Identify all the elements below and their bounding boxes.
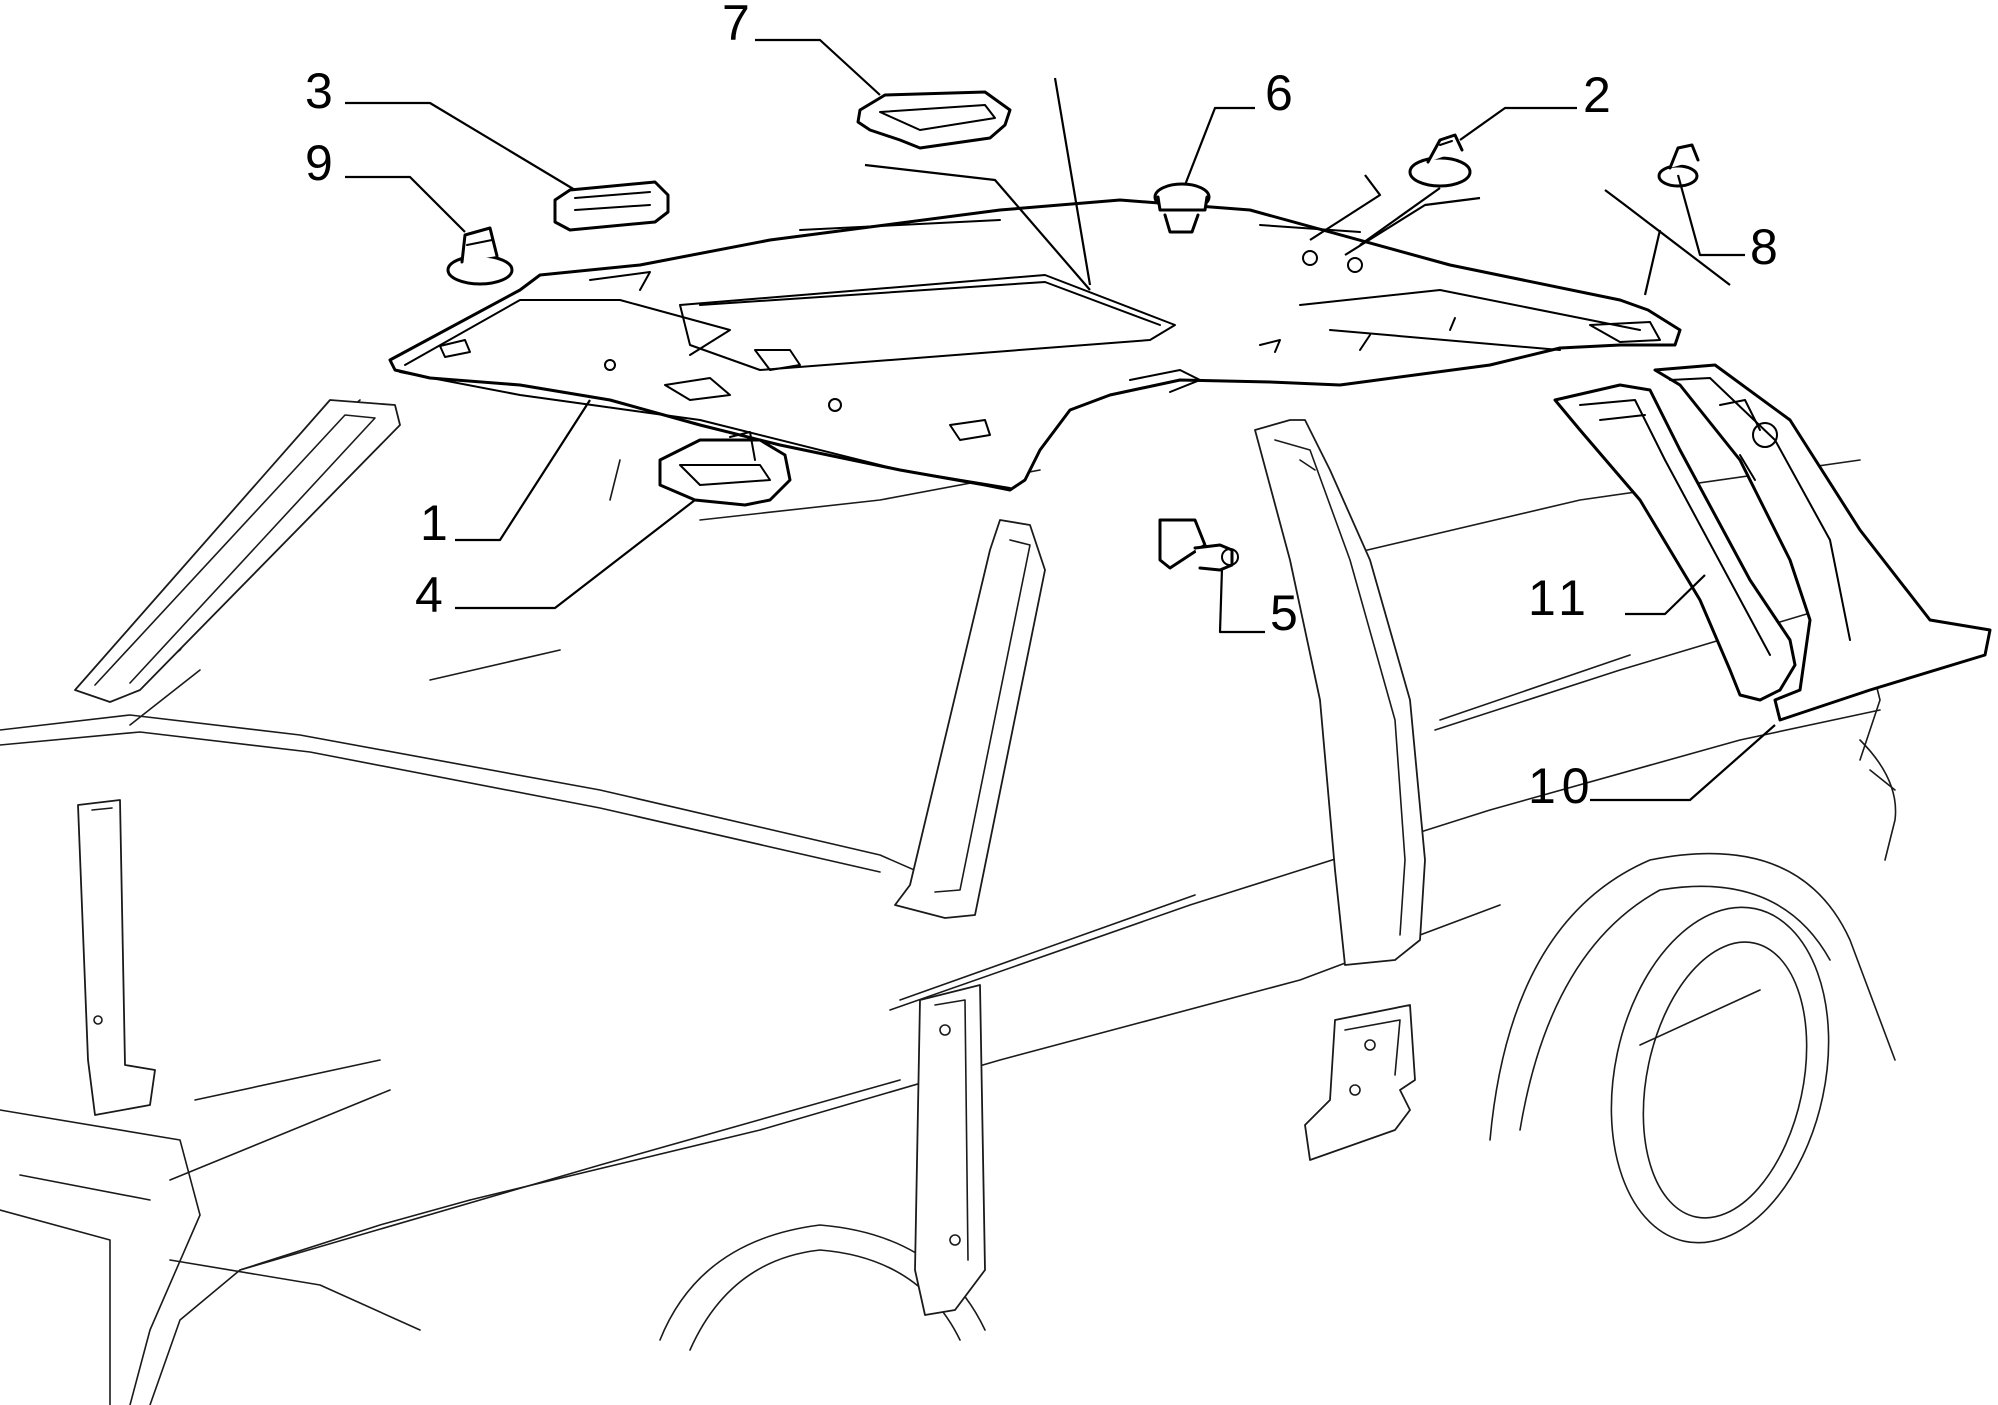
- callout-1: 1: [420, 495, 454, 551]
- leader-11: [1625, 574, 1706, 616]
- callout-7: 7: [722, 0, 756, 51]
- leader-9: [345, 175, 466, 233]
- sunroof-frame-part-7: [856, 90, 1012, 150]
- leader-10: [1590, 724, 1776, 802]
- callout-8: 8: [1750, 219, 1784, 275]
- c-pillar-upper-trim: [1254, 419, 1426, 966]
- leader-6: [1183, 106, 1255, 186]
- plug-part-6: [1153, 182, 1211, 234]
- b-pillar-lower-trim: [914, 984, 986, 1316]
- rear-pillar-trim-part-11: [1553, 383, 1797, 702]
- leader-7: [755, 38, 881, 96]
- callout-9: 9: [305, 135, 339, 191]
- screw-part-2: [1408, 133, 1472, 188]
- leader-lines: [345, 38, 1776, 802]
- a-pillar-trim-left: [74, 399, 401, 703]
- c-pillar-lower-trim: [1304, 1004, 1416, 1161]
- leader-8: [1676, 174, 1745, 257]
- leader-7-guide: [864, 163, 1091, 291]
- callout-10: 10: [1528, 758, 1596, 814]
- push-clip-part-9: [446, 226, 514, 286]
- leader-3: [345, 101, 576, 191]
- callout-6: 6: [1265, 65, 1299, 121]
- clip-part-3: [553, 180, 670, 232]
- rear-quarter-trim-part-10: [1653, 363, 1992, 722]
- retaining-clip-part-5: [1158, 518, 1239, 572]
- callout-4: 4: [415, 567, 449, 623]
- callout-labels: 1 2 3 4 5 6 7 8 9 10 11: [305, 0, 1784, 814]
- callout-3: 3: [305, 63, 339, 119]
- callout-11: 11: [1528, 570, 1592, 626]
- callout-5: 5: [1270, 585, 1304, 641]
- headliner-panel: [388, 198, 1682, 492]
- a-pillar-lower-trim: [77, 799, 156, 1116]
- lamp-housing-part-4: [658, 431, 792, 507]
- leader-1: [455, 399, 591, 542]
- screw-part-8: [1657, 143, 1700, 188]
- leader-2: [1459, 106, 1577, 141]
- leader-4: [455, 499, 696, 610]
- callout-2: 2: [1583, 67, 1617, 123]
- leader-5: [1218, 567, 1265, 634]
- b-pillar-upper-trim: [894, 519, 1046, 919]
